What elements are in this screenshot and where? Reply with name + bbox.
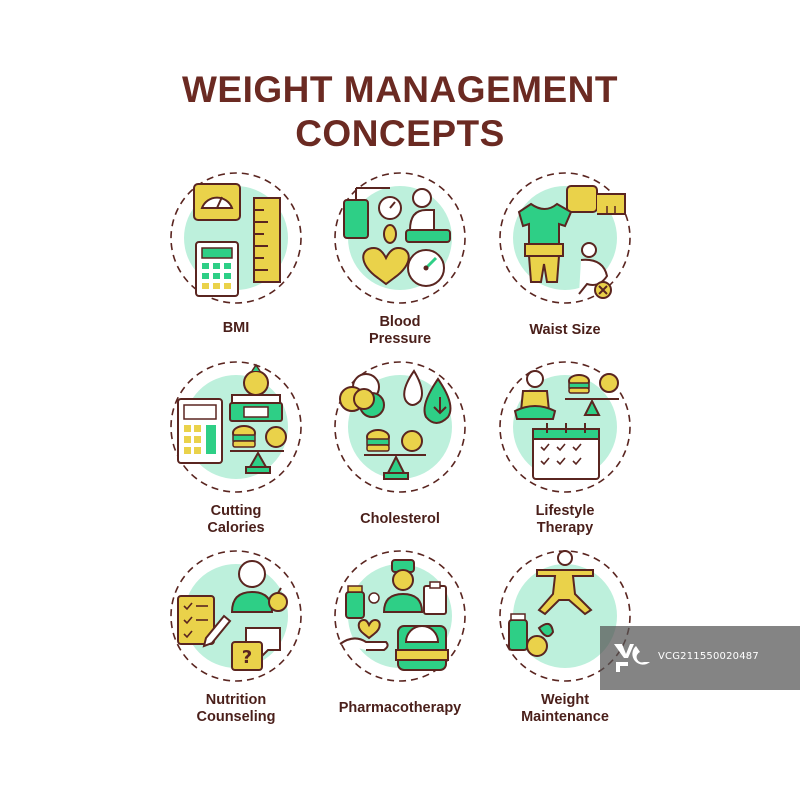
- concept-cholesterol: Cholesterol: [300, 357, 500, 537]
- concept-label: Cholesterol: [300, 511, 500, 528]
- label-line: Cholesterol: [360, 511, 440, 527]
- blood-pressure-monitor-icon: [334, 172, 466, 304]
- vcg-logo-icon: [614, 644, 650, 672]
- label-line: Pressure: [368, 331, 432, 347]
- label-line: Pharmacotherapy: [338, 700, 462, 716]
- label-line: Waist Size: [529, 322, 601, 338]
- label-line: Lifestyle: [535, 503, 595, 519]
- nutritionist-checklist-icon: ?: [170, 550, 302, 682]
- scale-ruler-calculator-icon: [170, 172, 302, 304]
- label-line: Blood: [379, 314, 421, 330]
- concept-lifestyle-therapy: Lifestyle Therapy: [465, 357, 665, 537]
- title-line-2: CONCEPTS: [295, 113, 505, 154]
- label-line: Cutting: [210, 503, 262, 519]
- concept-label: Nutrition Counseling: [136, 692, 336, 726]
- cholesterol-drop-icon: [334, 361, 466, 493]
- label-line: Therapy: [536, 520, 594, 536]
- yoga-pose-icon: [499, 550, 631, 682]
- label-line: Maintenance: [521, 709, 609, 725]
- kcal-calculator-scale-icon: [170, 361, 302, 493]
- concept-label: Blood Pressure: [300, 314, 500, 348]
- concept-label: Pharmacotherapy: [300, 700, 500, 717]
- meditation-calendar-icon: [499, 361, 631, 493]
- svg-text:?: ?: [242, 647, 252, 668]
- concept-cutting-calories: Cutting Calories: [136, 357, 336, 537]
- concept-waist-size: Waist Size: [465, 168, 665, 348]
- watermark-text: VCG211550020487: [658, 651, 759, 662]
- concept-weight-maintenance: Weight Maintenance: [465, 546, 665, 726]
- concept-pharmacotherapy: Pharmacotherapy: [300, 546, 500, 726]
- concept-bmi: BMI: [136, 168, 336, 348]
- title-line-1: WEIGHT MANAGEMENT: [181, 69, 619, 110]
- concept-nutrition-counseling: ? Nutrition Counseling: [136, 546, 336, 726]
- label-line: Calories: [207, 520, 265, 536]
- concept-label: Waist Size: [465, 322, 665, 339]
- waist-tape-measure-icon: [499, 172, 631, 304]
- concept-blood-pressure: Blood Pressure: [300, 168, 500, 348]
- label-line: Counseling: [196, 709, 276, 725]
- label-line: Nutrition: [205, 692, 267, 708]
- label-line: Weight: [540, 692, 590, 708]
- concept-label: Cutting Calories: [136, 503, 336, 537]
- concept-label: BMI: [136, 320, 336, 337]
- label-line: BMI: [222, 320, 250, 336]
- doctor-pills-icon: [334, 550, 466, 682]
- concept-label: Lifestyle Therapy: [465, 503, 665, 537]
- concept-label: Weight Maintenance: [465, 692, 665, 726]
- page-title: WEIGHT MANAGEMENT CONCEPTS: [0, 68, 800, 156]
- watermark: VCG211550020487: [600, 626, 800, 690]
